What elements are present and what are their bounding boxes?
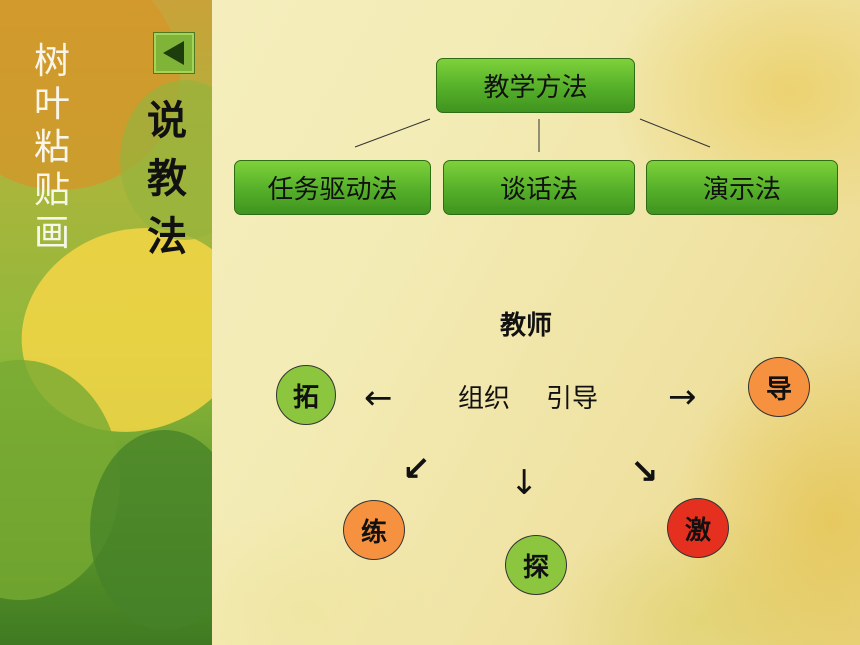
connector-line xyxy=(354,118,431,148)
arrow-down-left-icon: ↙ xyxy=(402,449,431,489)
section-title-char: 说 xyxy=(147,98,187,144)
node-tan[interactable]: 探 xyxy=(505,535,567,595)
triangle-left-icon xyxy=(163,41,184,65)
method-box-task-driven[interactable]: 任务驱动法 xyxy=(234,160,431,215)
method-box-demonstration[interactable]: 演示法 xyxy=(646,160,838,215)
method-root-box[interactable]: 教学方法 xyxy=(436,58,635,113)
vertical-title-char: 树 xyxy=(33,41,70,82)
back-button[interactable] xyxy=(153,32,195,74)
center-text-guide: 引导 xyxy=(546,384,599,414)
arrow-right-icon: → xyxy=(668,377,697,417)
leaf-photo-panel xyxy=(0,0,212,645)
method-box-conversation[interactable]: 谈话法 xyxy=(443,160,635,215)
vertical-title-char: 贴 xyxy=(33,170,70,211)
arrow-down-right-icon: ↘ xyxy=(630,452,659,492)
node-dao[interactable]: 导 xyxy=(748,357,810,417)
arrow-down-icon: ↓ xyxy=(510,463,539,503)
node-lian[interactable]: 练 xyxy=(343,500,405,560)
center-text-organize: 组织 xyxy=(458,384,511,414)
arrow-left-icon: ← xyxy=(364,378,393,418)
section-title-char: 法 xyxy=(147,214,187,260)
node-ji[interactable]: 激 xyxy=(667,498,729,558)
connector-line xyxy=(639,118,711,148)
section-title-char: 教 xyxy=(147,156,187,202)
vertical-title-char: 粘 xyxy=(33,127,70,168)
vertical-title-char: 画 xyxy=(33,213,70,254)
leaf-shape xyxy=(90,430,212,630)
vertical-title-char: 叶 xyxy=(33,84,70,125)
node-tuo[interactable]: 拓 xyxy=(276,365,336,425)
teacher-label: 教师 xyxy=(500,311,553,341)
